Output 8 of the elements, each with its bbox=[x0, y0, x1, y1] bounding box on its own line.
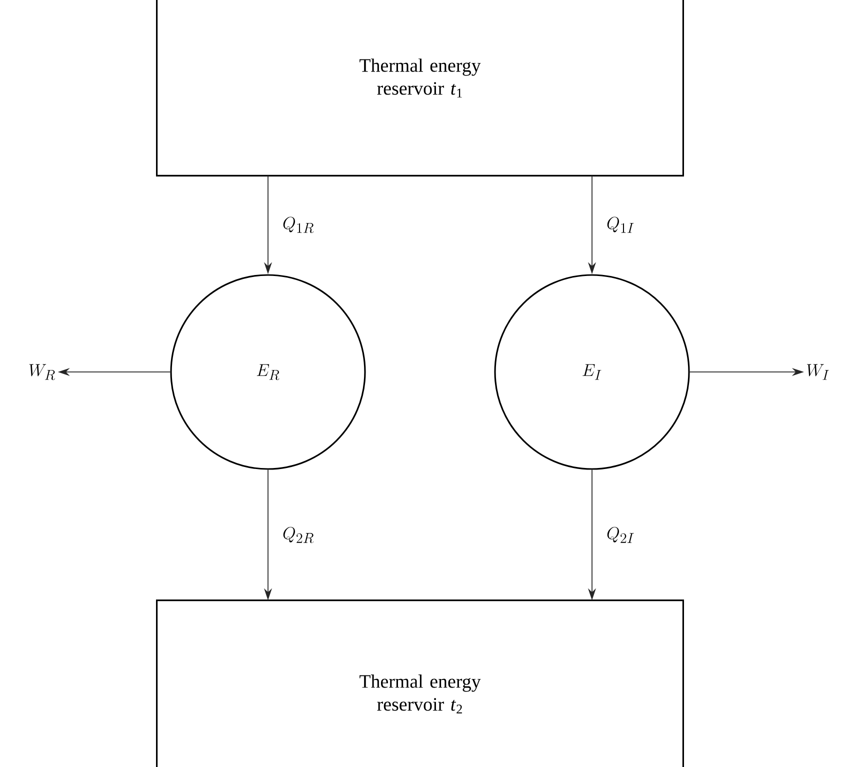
edge-label: $Q_{2R}$ bbox=[283, 526, 314, 544]
edge-label: $Q_{1R}$ bbox=[283, 216, 314, 234]
work-label: $W_I$ bbox=[807, 364, 829, 380]
work-label: $W_R$ bbox=[29, 364, 55, 380]
reservoir-box: Thermal energy reservoir t$_{1}$ bbox=[156, 0, 684, 176]
edge-label: $Q_{1I}$ bbox=[607, 216, 634, 233]
reservoir-box: Thermal energy reservoir t$_{2}$ bbox=[156, 599, 684, 767]
edge-label: $Q_{2I}$ bbox=[607, 526, 634, 543]
